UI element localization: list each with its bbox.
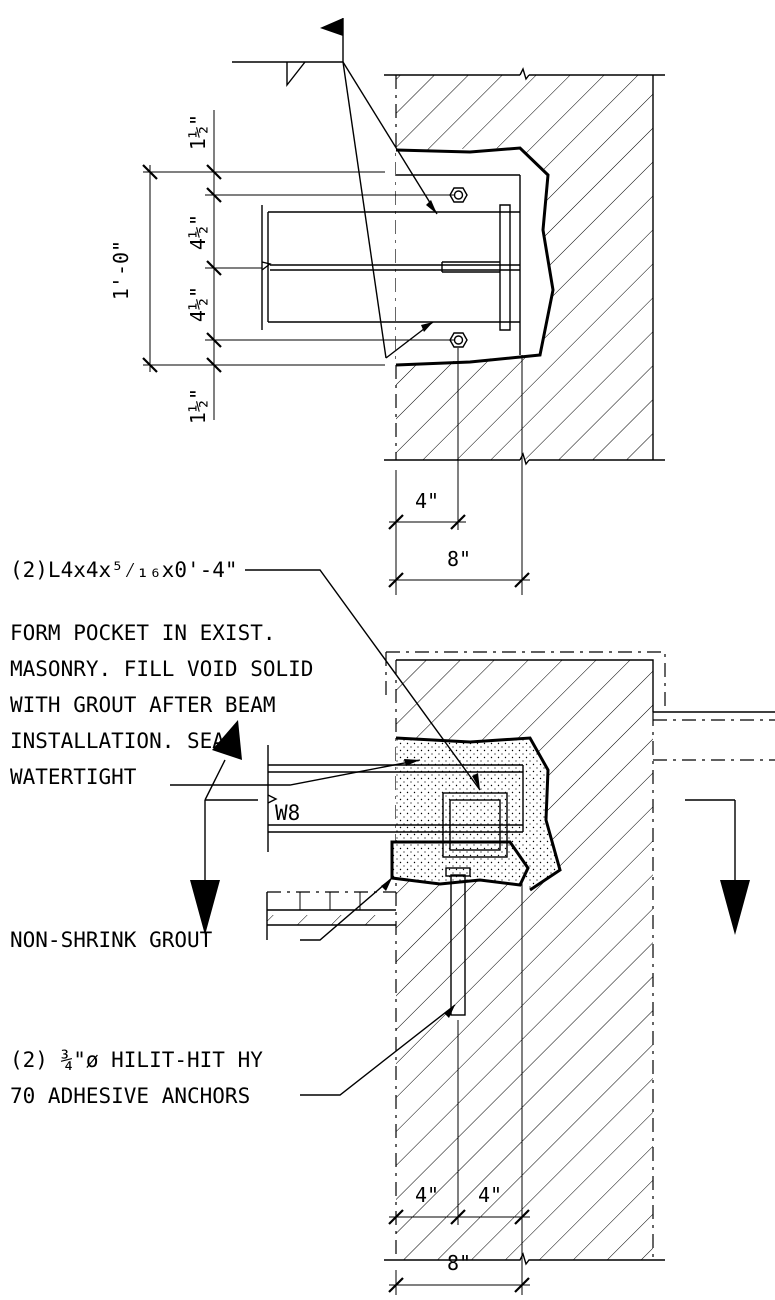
anchor-note-line-1: (2) ¾"ø HILIT-HIT HY	[10, 1048, 263, 1072]
anchor-bolt	[445, 867, 471, 1016]
pocket-note-line-3: WITH GROUT AFTER BEAM	[10, 693, 276, 717]
pocket-elevation	[395, 146, 555, 367]
dim-width-section: 8"	[447, 1251, 471, 1275]
grout-note: NON-SHRINK GROUT	[10, 928, 213, 952]
angle-note: (2)L4x4x⁵⁄₁₆x0'-4"	[10, 558, 238, 582]
section-cut-marker-right	[685, 799, 750, 935]
dim-right-section: 4"	[478, 1183, 502, 1207]
section-cut-marker-left	[190, 720, 258, 935]
dim-top-edge: 1½"	[186, 114, 210, 150]
beam-elevation	[261, 204, 520, 331]
grout-pocket	[390, 736, 562, 892]
vertical-dimensions	[142, 110, 455, 420]
dim-left-section: 4"	[415, 1183, 439, 1207]
horizontal-dimensions-section	[388, 880, 530, 1295]
pocket-note-line-5: WATERTIGHT	[10, 765, 137, 789]
horizontal-dimensions-elevation	[388, 348, 530, 595]
elevation-detail: 1'-0" 1½" 4½" 4½" 1½" 4" 8"	[109, 18, 665, 595]
dim-lower-spacing: 4½"	[186, 286, 210, 322]
pocket-note-line-4: INSTALLATION. SEAL	[10, 729, 238, 753]
pocket-note-line-1: FORM POCKET IN EXIST.	[10, 621, 276, 645]
pocket-note: FORM POCKET IN EXIST. MASONRY. FILL VOID…	[10, 621, 326, 789]
leaders	[170, 569, 481, 1096]
dim-upper-spacing: 4½"	[186, 214, 210, 250]
dim-width-elevation: 8"	[447, 547, 471, 571]
anchor-note-line-2: 70 ADHESIVE ANCHORS	[10, 1084, 250, 1108]
beam-label: W8	[275, 801, 300, 825]
existing-slab	[266, 891, 396, 940]
anchor-note: (2) ¾"ø HILIT-HIT HY 70 ADHESIVE ANCHORS	[10, 1048, 276, 1108]
dim-bolt-offset: 4"	[415, 489, 439, 513]
pocket-note-line-2: MASONRY. FILL VOID SOLID	[10, 657, 313, 681]
section-detail: W8	[10, 558, 775, 1295]
weld-symbol	[232, 18, 438, 359]
angle-note-line: (2)L4x4x⁵⁄₁₆x0'-4"	[10, 558, 238, 582]
dim-overall-height: 1'-0"	[109, 240, 133, 300]
dim-bottom-edge: 1½"	[186, 388, 210, 424]
